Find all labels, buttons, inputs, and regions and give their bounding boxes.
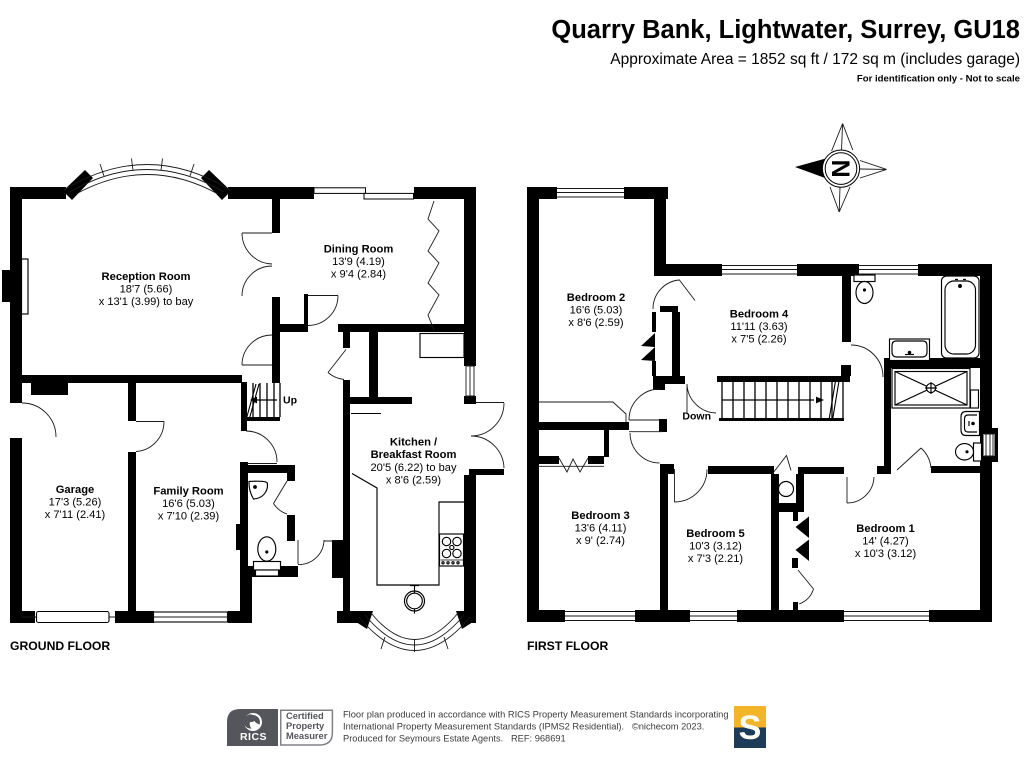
- svg-text:For identification only - Not: For identification only - Not to scale: [857, 74, 1020, 85]
- svg-text:x 9' (2.74): x 9' (2.74): [576, 535, 625, 547]
- svg-text:Bedroom 2: Bedroom 2: [567, 292, 625, 304]
- svg-text:x 7'10 (2.39): x 7'10 (2.39): [158, 511, 219, 523]
- svg-text:Bedroom 1: Bedroom 1: [856, 523, 914, 535]
- svg-text:Kitchen /: Kitchen /: [390, 436, 437, 448]
- svg-text:Certified: Certified: [286, 711, 324, 721]
- svg-text:13'6 (4.11): 13'6 (4.11): [575, 523, 627, 535]
- svg-text:Approximate Area = 1852 sq ft: Approximate Area = 1852 sq ft / 172 sq m…: [610, 51, 1020, 68]
- svg-text:Produced for Seymours Estate A: Produced for Seymours Estate Agents. REF…: [343, 734, 566, 744]
- svg-text:Bedroom 4: Bedroom 4: [730, 309, 789, 321]
- svg-text:Bedroom 3: Bedroom 3: [571, 510, 629, 522]
- svg-text:16'6 (5.03): 16'6 (5.03): [162, 498, 215, 510]
- svg-text:International Property Measure: International Property Measurement Stand…: [343, 722, 704, 732]
- svg-text:Family Room: Family Room: [153, 486, 223, 498]
- svg-text:x 8'6 (2.59): x 8'6 (2.59): [386, 475, 441, 487]
- svg-text:x 13'1 (3.99) to bay: x 13'1 (3.99) to bay: [99, 296, 194, 308]
- svg-text:Up: Up: [283, 395, 297, 407]
- svg-text:FIRST FLOOR: FIRST FLOOR: [527, 639, 608, 653]
- svg-text:Measurer: Measurer: [286, 731, 328, 741]
- svg-text:Reception Room: Reception Room: [102, 271, 191, 283]
- svg-text:Bedroom 5: Bedroom 5: [686, 528, 744, 540]
- svg-text:x 9'4 (2.84): x 9'4 (2.84): [331, 268, 386, 280]
- svg-text:Quarry Bank, Lightwater, Surre: Quarry Bank, Lightwater, Surrey, GU18: [551, 16, 1020, 44]
- svg-text:RICS: RICS: [240, 731, 267, 743]
- svg-text:Dining Room: Dining Room: [324, 243, 394, 255]
- svg-text:N: N: [828, 160, 856, 178]
- svg-text:16'6 (5.03): 16'6 (5.03): [570, 305, 623, 317]
- svg-text:x 7'3 (2.21): x 7'3 (2.21): [688, 553, 743, 565]
- svg-text:14' (4.27): 14' (4.27): [862, 536, 909, 548]
- svg-text:S: S: [739, 709, 762, 747]
- svg-text:13'9 (4.19): 13'9 (4.19): [332, 256, 385, 268]
- svg-text:10'3 (3.12): 10'3 (3.12): [689, 541, 742, 553]
- svg-text:17'3 (5.26): 17'3 (5.26): [49, 497, 102, 509]
- svg-text:Down: Down: [682, 411, 711, 423]
- svg-text:Property: Property: [286, 721, 325, 731]
- svg-text:11'11 (3.63): 11'11 (3.63): [730, 321, 787, 333]
- svg-text:20'5 (6.22) to bay: 20'5 (6.22) to bay: [371, 462, 457, 474]
- svg-text:x 7'11 (2.41): x 7'11 (2.41): [45, 509, 106, 521]
- svg-text:x 7'5 (2.26): x 7'5 (2.26): [731, 334, 786, 346]
- svg-text:GROUND FLOOR: GROUND FLOOR: [10, 639, 110, 653]
- svg-text:Garage: Garage: [56, 484, 95, 496]
- svg-text:x 8'6 (2.59): x 8'6 (2.59): [568, 317, 623, 329]
- svg-text:Breakfast Room: Breakfast Room: [371, 449, 457, 461]
- svg-text:Floor plan produced in accorda: Floor plan produced in accordance with R…: [343, 710, 729, 720]
- svg-text:x 10'3 (3.12): x 10'3 (3.12): [855, 548, 916, 560]
- svg-text:18'7 (5.66): 18'7 (5.66): [120, 284, 173, 296]
